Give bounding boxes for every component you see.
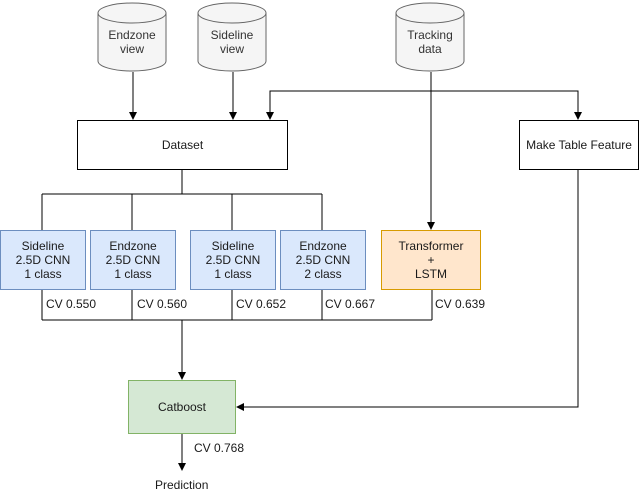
model-3-line3: 1 class [214, 267, 252, 281]
model-2-line3: 1 class [114, 267, 152, 281]
edge-tracking-branch [269, 90, 582, 120]
model-endzone-2class-node: Endzone 2.5D CNN 2 class [280, 230, 366, 290]
dataset-node: Dataset [77, 120, 288, 170]
make-table-feature-label: Make Table Feature [526, 138, 632, 152]
model-1-line3: 1 class [24, 267, 62, 281]
make-table-feature-node: Make Table Feature [519, 120, 639, 170]
model-4-line3: 2 class [304, 267, 342, 281]
model-endzone-1class-node: Endzone 2.5D CNN 1 class [90, 230, 176, 290]
catboost-label: Catboost [157, 400, 207, 414]
database-icon [97, 2, 167, 72]
model-sideline-1class-b-node: Sideline 2.5D CNN 1 class [190, 230, 276, 290]
database-icon [197, 2, 267, 72]
dataset-label: Dataset [161, 138, 204, 152]
endzone-view-cylinder: Endzone view [97, 2, 167, 72]
cv-score-model-3: CV 0.652 [236, 297, 287, 311]
model-4-line2: 2.5D CNN [295, 253, 351, 267]
transformer-lstm-node: Transformer + LSTM [381, 230, 481, 290]
transformer-line3: LSTM [414, 267, 447, 281]
endzone-view-line1: Endzone [108, 28, 156, 42]
catboost-node: Catboost [128, 380, 236, 434]
cv-score-model-2: CV 0.560 [137, 297, 188, 311]
edge-dataset-fanout [41, 169, 323, 230]
sideline-view-cylinder: Sideline view [197, 2, 267, 72]
prediction-label: Prediction [155, 478, 209, 492]
sideline-view-line1: Sideline [210, 28, 254, 42]
tracking-data-line2: data [418, 42, 442, 56]
cv-score-model-4: CV 0.667 [325, 297, 376, 311]
transformer-line1: Transformer [398, 239, 464, 253]
model-2-line2: 2.5D CNN [105, 253, 161, 267]
model-3-line1: Sideline [211, 239, 255, 253]
model-2-line1: Endzone [109, 239, 157, 253]
cv-score-transformer: CV 0.639 [435, 297, 486, 311]
cv-score-model-1: CV 0.550 [46, 297, 97, 311]
tracking-data-cylinder: Tracking data [395, 2, 465, 72]
edge-models-collect [41, 290, 433, 321]
database-icon [395, 2, 465, 72]
model-1-line2: 2.5D CNN [15, 253, 71, 267]
model-sideline-1class-node: Sideline 2.5D CNN 1 class [0, 230, 86, 290]
tracking-data-line1: Tracking [407, 28, 453, 42]
endzone-view-line2: view [119, 42, 144, 56]
model-3-line2: 2.5D CNN [205, 253, 261, 267]
cv-score-catboost: CV 0.768 [194, 441, 245, 455]
model-1-line1: Sideline [21, 239, 65, 253]
transformer-line2: + [427, 253, 435, 267]
model-4-line1: Endzone [299, 239, 347, 253]
edge-table-to-catboost [236, 169, 579, 411]
sideline-view-line2: view [219, 42, 244, 56]
